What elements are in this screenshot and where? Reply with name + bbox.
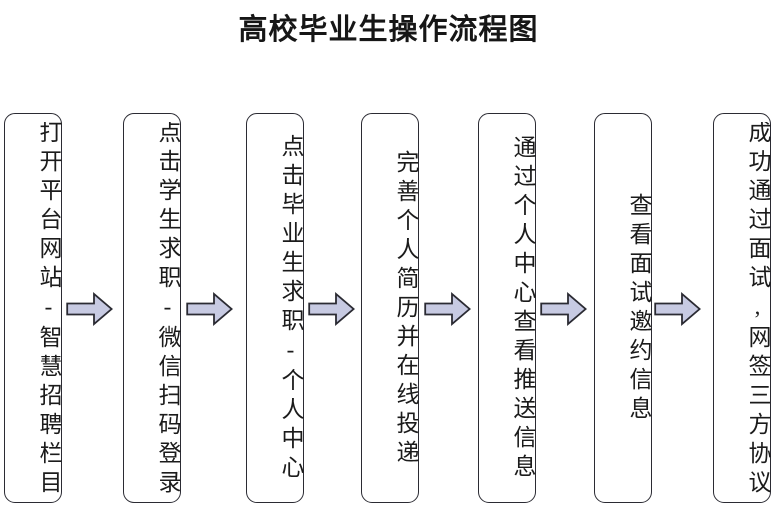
flow-step-7-label: 成功通过面试,网签三方协议 xyxy=(745,122,770,496)
flow-step-4-label: 完善个人简历并在线投递 xyxy=(393,149,418,469)
flow-arrow-4-to-5 xyxy=(424,292,471,326)
flow-step-4[interactable]: 完善个人简历并在线投递 xyxy=(361,113,419,503)
flow-step-2[interactable]: 点击学生求职-微信扫码登录 xyxy=(123,113,181,503)
flow-step-6-label: 查看面试邀约信息 xyxy=(626,193,651,425)
process-flow-row: 打开平台网站-智慧招聘栏目 点击学生求职-微信扫码登录 点击毕业生求职-个人中心 xyxy=(0,113,777,505)
flow-step-3-label: 点击毕业生求职-个人中心 xyxy=(278,134,303,484)
flow-arrow-1-to-2 xyxy=(66,292,113,326)
flow-step-5-label: 通过个人中心查看推送信息 xyxy=(510,135,535,483)
flow-arrow-3-to-4 xyxy=(308,292,355,326)
flow-step-3[interactable]: 点击毕业生求职-个人中心 xyxy=(246,113,304,503)
flow-step-2-label: 点击学生求职-微信扫码登录 xyxy=(155,122,180,496)
page-title: 高校毕业生操作流程图 xyxy=(238,14,539,46)
flow-arrow-6-to-7 xyxy=(654,292,701,326)
flow-step-6[interactable]: 查看面试邀约信息 xyxy=(594,113,652,503)
flow-step-5[interactable]: 通过个人中心查看推送信息 xyxy=(478,113,536,503)
flow-arrow-5-to-6 xyxy=(540,292,587,326)
flow-step-1-label: 打开平台网站-智慧招聘栏目 xyxy=(36,122,61,496)
flow-arrow-2-to-3 xyxy=(186,292,233,326)
flow-step-1[interactable]: 打开平台网站-智慧招聘栏目 xyxy=(4,113,62,503)
flow-step-7[interactable]: 成功通过面试,网签三方协议 xyxy=(713,113,771,503)
